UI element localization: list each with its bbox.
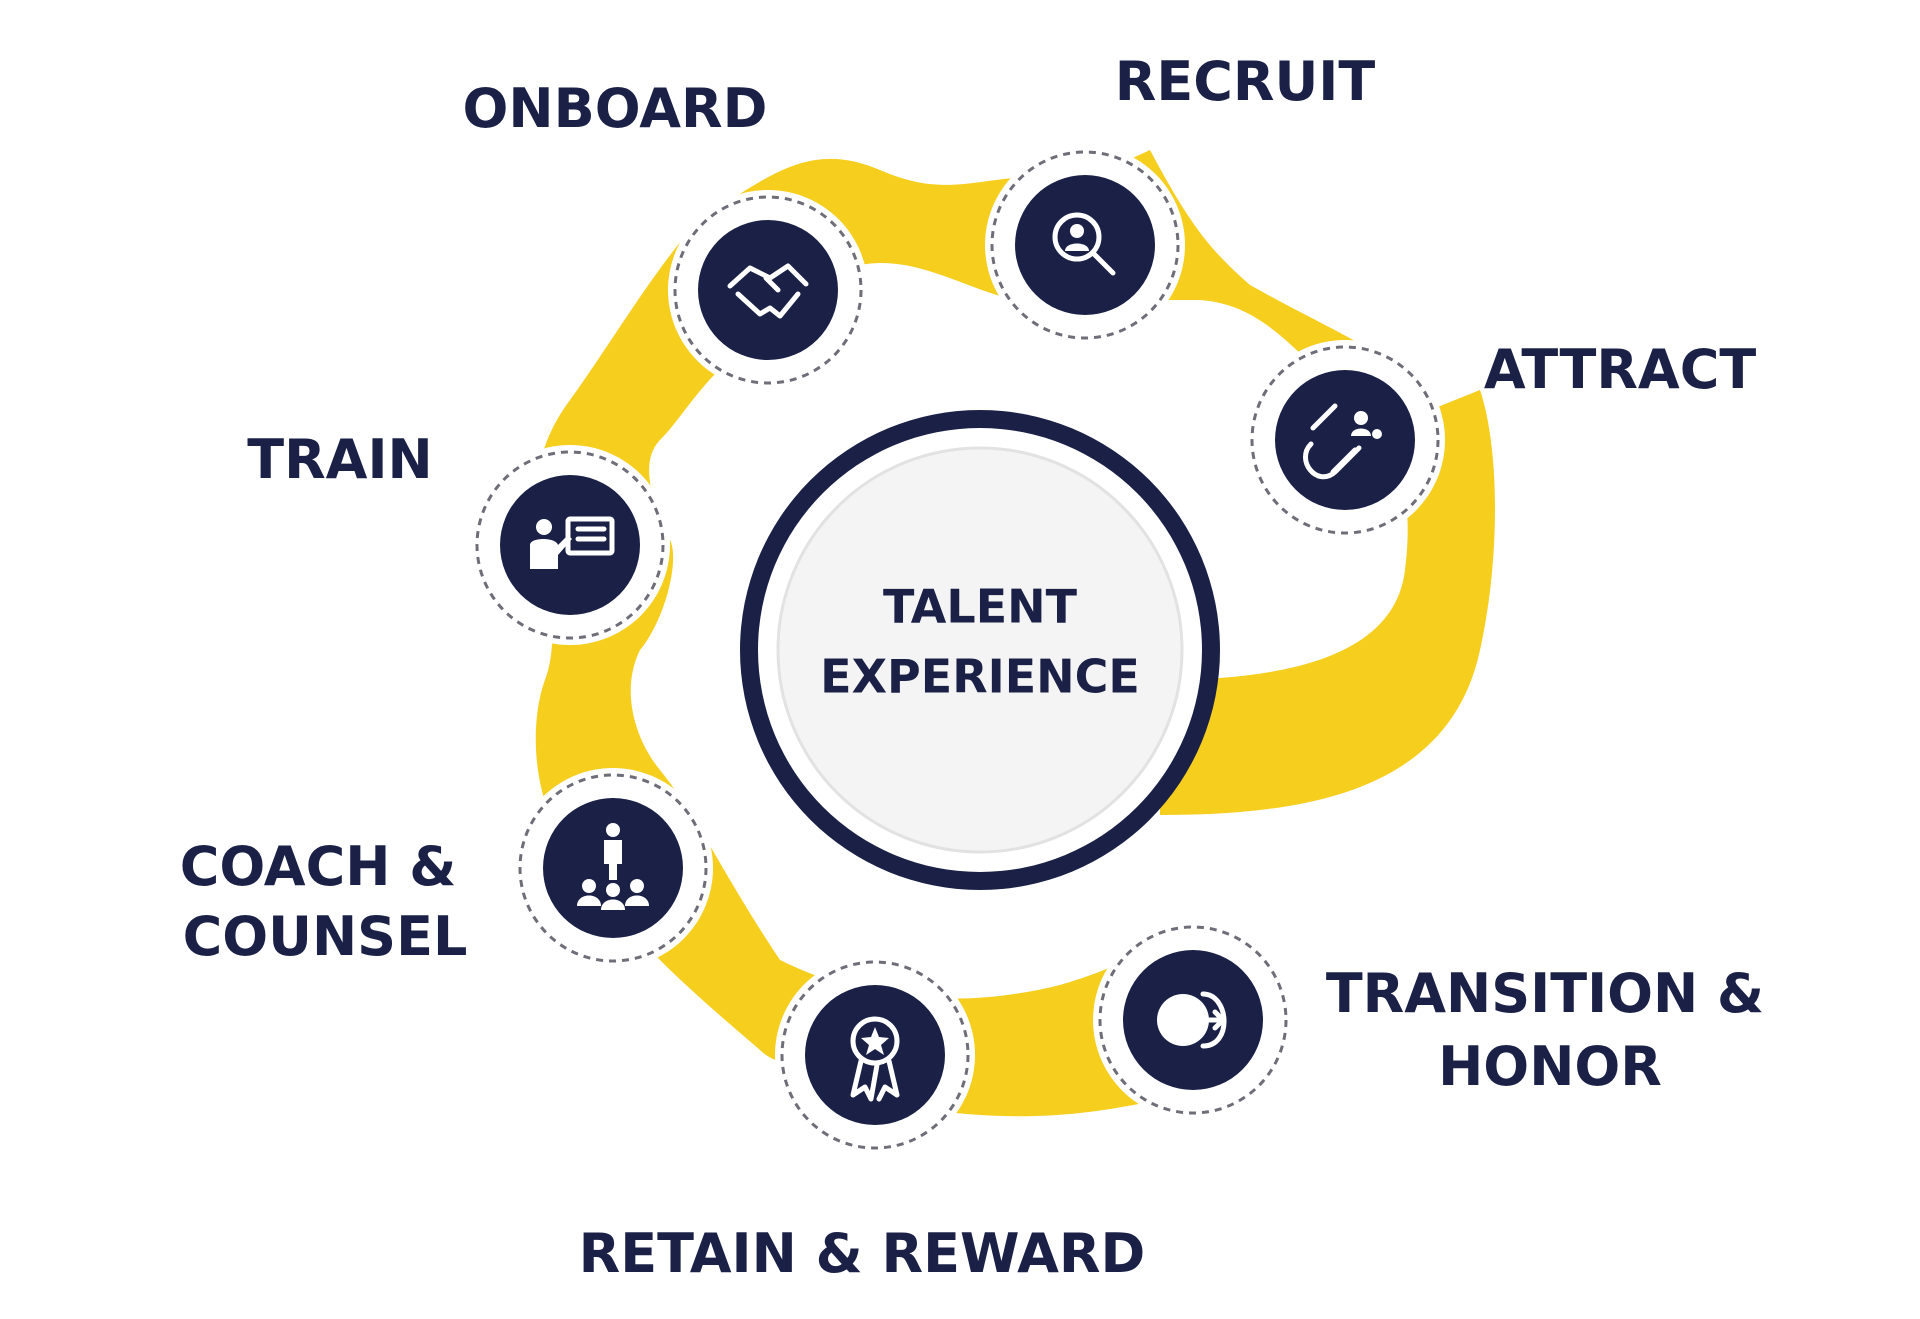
award-ribbon-icon — [850, 1016, 900, 1102]
label-onboard: ONBOARD — [463, 77, 768, 140]
label-recruit: RECRUIT — [1115, 50, 1376, 113]
magnifier-person-icon — [1052, 212, 1116, 276]
stage-node-retain — [775, 955, 975, 1155]
label-retain: RETAIN & REWARD — [579, 1222, 1146, 1285]
stage-node-coach — [513, 768, 713, 968]
label-transition-line2: HONOR — [1438, 1035, 1662, 1098]
handshake-icon — [727, 263, 809, 319]
stage-node-train — [470, 445, 670, 645]
mentor-group-icon — [577, 823, 649, 910]
presentation-board-icon — [530, 516, 615, 569]
label-coach-line2: COUNSEL — [183, 905, 468, 968]
label-attract: ATTRACT — [1484, 338, 1757, 401]
label-coach-line1: COACH & — [180, 835, 457, 898]
magnet-people-icon — [1303, 403, 1382, 480]
stage-node-onboard — [668, 190, 868, 390]
exit-arrow-icon — [1157, 991, 1227, 1049]
stage-node-transition — [1093, 920, 1293, 1120]
center-title-line1: TALENT — [883, 580, 1078, 634]
stage-node-recruit — [985, 145, 1185, 345]
center-hub: TALENT EXPERIENCE — [740, 410, 1220, 890]
stage-node-attract — [1245, 340, 1445, 540]
label-transition-line1: TRANSITION & — [1326, 962, 1764, 1025]
center-title-line2: EXPERIENCE — [820, 650, 1140, 704]
label-train: TRAIN — [247, 428, 433, 491]
